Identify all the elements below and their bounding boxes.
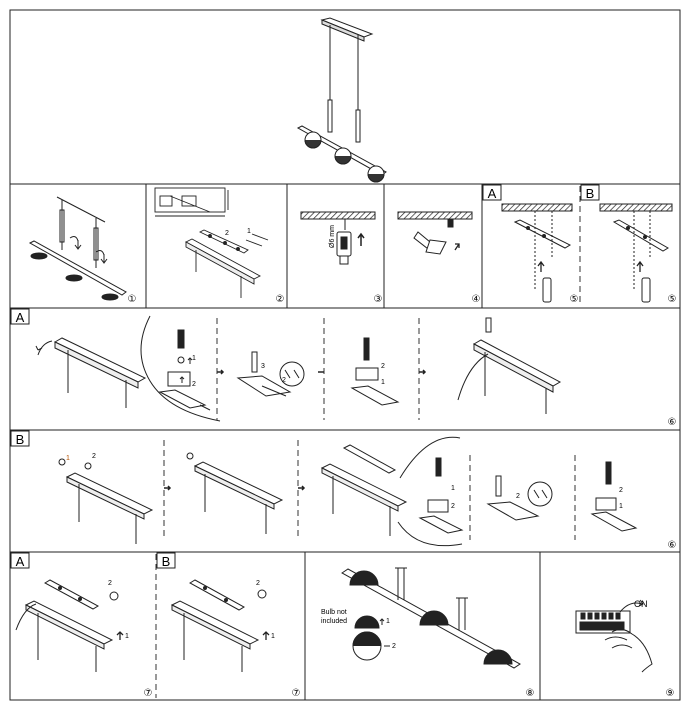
step6b-mark-1c: 1 <box>619 503 623 510</box>
step6a-number: ⑥ <box>668 417 677 428</box>
step8-note-line2: included <box>321 618 347 625</box>
step1-illustration <box>28 196 127 301</box>
step4-illustration <box>397 211 473 255</box>
step6a-mark-2c: 2 <box>381 363 385 370</box>
step7b-mark-1: 1 <box>271 633 275 640</box>
step7a-illustration <box>15 579 124 672</box>
step6a-mark-1b: 1 <box>381 379 385 386</box>
step7a-number: ⑦ <box>144 688 153 699</box>
step5a-illustration <box>501 203 573 303</box>
step2-mark-1: 1 <box>247 228 251 235</box>
step6b-mark-2d: 2 <box>619 487 623 494</box>
step7a-label-box <box>10 552 30 569</box>
step6b-mark-2c: 2 <box>516 493 520 500</box>
step6b-mark-2a: 2 <box>92 453 96 460</box>
step7b-number: ⑦ <box>292 688 301 699</box>
step4-number: ④ <box>472 294 481 305</box>
step8-mark-2: 2 <box>392 643 396 650</box>
step7a-letter: A <box>16 554 25 569</box>
overview-lamp-illustration <box>296 17 387 183</box>
step2-mark-2: 2 <box>225 230 229 237</box>
step5a-number: ⑤ <box>570 294 579 305</box>
step7a-mark-1: 1 <box>125 633 129 640</box>
step7b-label-box <box>156 552 176 569</box>
step5b-number: ⑤ <box>668 294 677 305</box>
step7b-mark-2: 2 <box>256 580 260 587</box>
step8-number: ⑧ <box>526 688 535 699</box>
step5b-illustration <box>599 203 673 303</box>
step5b-letter: B <box>586 186 595 201</box>
step6b-mark-1b: 1 <box>451 485 455 492</box>
step3-illustration <box>300 211 376 265</box>
step6a-illustration <box>35 315 562 422</box>
step2-illustration <box>154 187 269 298</box>
step7b-letter: B <box>162 554 171 569</box>
step1-number: ① <box>128 294 137 305</box>
step6a-mark-2b: 2 <box>282 377 286 384</box>
step2-number: ② <box>276 294 285 305</box>
step7b-illustration <box>170 579 270 672</box>
step5a-label-box <box>482 184 502 201</box>
step6a-label-box <box>10 308 30 325</box>
panel-grid <box>9 9 681 701</box>
step9-number: ⑨ <box>666 688 675 699</box>
step8-note-line1: Bulb not <box>321 609 347 616</box>
step9-illustration <box>575 599 653 673</box>
step6b-letter: B <box>16 432 25 447</box>
step8-mark-1: 1 <box>386 618 390 625</box>
step6b-mark-1a: 1 <box>66 455 70 462</box>
step6a-mark-3: 3 <box>261 363 265 370</box>
step3-dimension: Ø6 mm <box>329 225 336 248</box>
step7a-mark-2: 2 <box>108 580 112 587</box>
step6a-mark-2a: 2 <box>192 381 196 388</box>
step6a-mark-1a: 1 <box>192 355 196 362</box>
step6b-illustration <box>58 436 638 547</box>
step6b-label-box <box>10 430 30 447</box>
step6a-letter: A <box>16 310 25 325</box>
step5a-letter: A <box>488 186 497 201</box>
step9-on-label: ON <box>634 599 648 609</box>
step6b-mark-2b: 2 <box>451 503 455 510</box>
step6b-number: ⑥ <box>668 540 677 551</box>
step3-number: ③ <box>374 294 383 305</box>
dashed-separators <box>155 186 581 698</box>
step5b-label-box <box>580 184 600 201</box>
step8-illustration <box>341 567 521 669</box>
